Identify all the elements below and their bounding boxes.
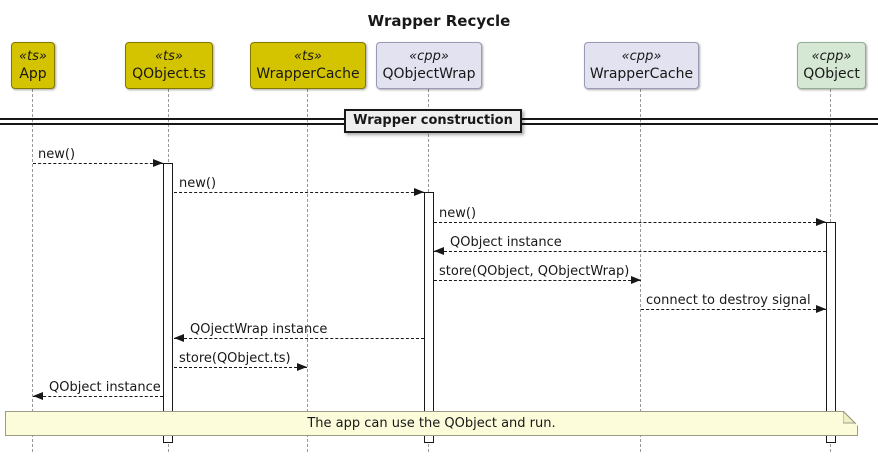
message-label: connect to destroy signal	[646, 293, 811, 308]
arrowhead-right-icon	[297, 363, 307, 371]
divider-label: Wrapper construction	[344, 109, 522, 133]
message-line	[174, 192, 424, 193]
arrowhead-left-icon	[434, 247, 444, 255]
message-connect-destroy-signal: connect to destroy signal	[641, 293, 826, 313]
participant-stereotype: «ts»	[19, 48, 47, 64]
participant-stereotype: «ts»	[155, 48, 183, 64]
participant-wrappercache-ts: «ts» WrapperCache	[250, 42, 366, 89]
lifeline-wrappercache-ts	[307, 89, 308, 452]
arrowhead-left-icon	[33, 392, 43, 400]
participant-qobject-ts: «ts» QObject.ts	[125, 42, 213, 89]
message-label: QObject instance	[450, 235, 562, 250]
message-label: new()	[38, 147, 76, 162]
message-label: new()	[179, 176, 217, 191]
activation-bar-qobject	[826, 222, 836, 443]
message-line	[33, 163, 163, 164]
message-store-qobjectts: store(QObject.ts)	[174, 351, 307, 371]
participant-stereotype: «cpp»	[409, 48, 449, 64]
arrowhead-right-icon	[414, 188, 424, 196]
message-line	[33, 396, 163, 397]
message-label: store(QObject, QObjectWrap)	[439, 264, 630, 279]
activation-bar-qobjectwrap	[424, 192, 434, 443]
message-label: new()	[439, 206, 477, 221]
message-new-qobjectwrap-to-qobject: new()	[434, 206, 826, 226]
message-label: store(QObject.ts)	[179, 351, 291, 366]
participant-name: QObject	[803, 65, 860, 82]
participant-stereotype: «ts»	[294, 48, 322, 64]
note-fold-icon	[843, 411, 858, 426]
arrowhead-right-icon	[631, 276, 641, 284]
participant-qobjectwrap: «cpp» QObjectWrap	[376, 42, 482, 89]
note-text: The app can use the QObject and run.	[307, 416, 556, 431]
lifeline-app	[32, 89, 33, 452]
message-line	[174, 338, 424, 339]
participant-name: QObjectWrap	[382, 65, 476, 82]
message-new-qobjectts-to-qobjectwrap: new()	[174, 176, 424, 196]
message-line	[174, 367, 307, 368]
diagram-title: Wrapper Recycle	[367, 12, 511, 30]
participant-qobject: «cpp» QObject	[797, 42, 866, 89]
participant-name: WrapperCache	[256, 65, 360, 82]
note: The app can use the QObject and run.	[5, 411, 858, 436]
arrowhead-right-icon	[816, 218, 826, 226]
lifeline-wrappercache-cpp	[640, 89, 641, 452]
message-store-qobject-qobjectwrap: store(QObject, QObjectWrap)	[434, 264, 641, 284]
message-label: QObject instance	[49, 380, 161, 395]
message-label: QOjectWrap instance	[190, 322, 328, 337]
activation-bar-qobject-ts	[163, 163, 173, 443]
message-qobject-instance-to-app: QObject instance	[33, 380, 163, 400]
participant-name: WrapperCache	[589, 65, 694, 82]
participant-wrappercache-cpp: «cpp» WrapperCache	[584, 42, 699, 89]
message-line	[434, 251, 826, 252]
arrowhead-left-icon	[174, 334, 184, 342]
participant-stereotype: «cpp»	[811, 48, 852, 64]
participant-name: QObject.ts	[132, 65, 206, 82]
message-qobjectwrap-instance-return: QOjectWrap instance	[174, 322, 424, 342]
message-line	[434, 280, 641, 281]
participant-name: App	[19, 65, 47, 82]
message-qobject-instance-return: QObject instance	[434, 235, 826, 255]
participant-stereotype: «cpp»	[621, 48, 662, 64]
message-line	[434, 222, 826, 223]
arrowhead-right-icon	[153, 159, 163, 167]
arrowhead-right-icon	[816, 305, 826, 313]
message-new-app-to-qobjectts: new()	[33, 147, 163, 167]
participant-app: «ts» App	[11, 42, 55, 89]
message-line	[641, 309, 826, 310]
